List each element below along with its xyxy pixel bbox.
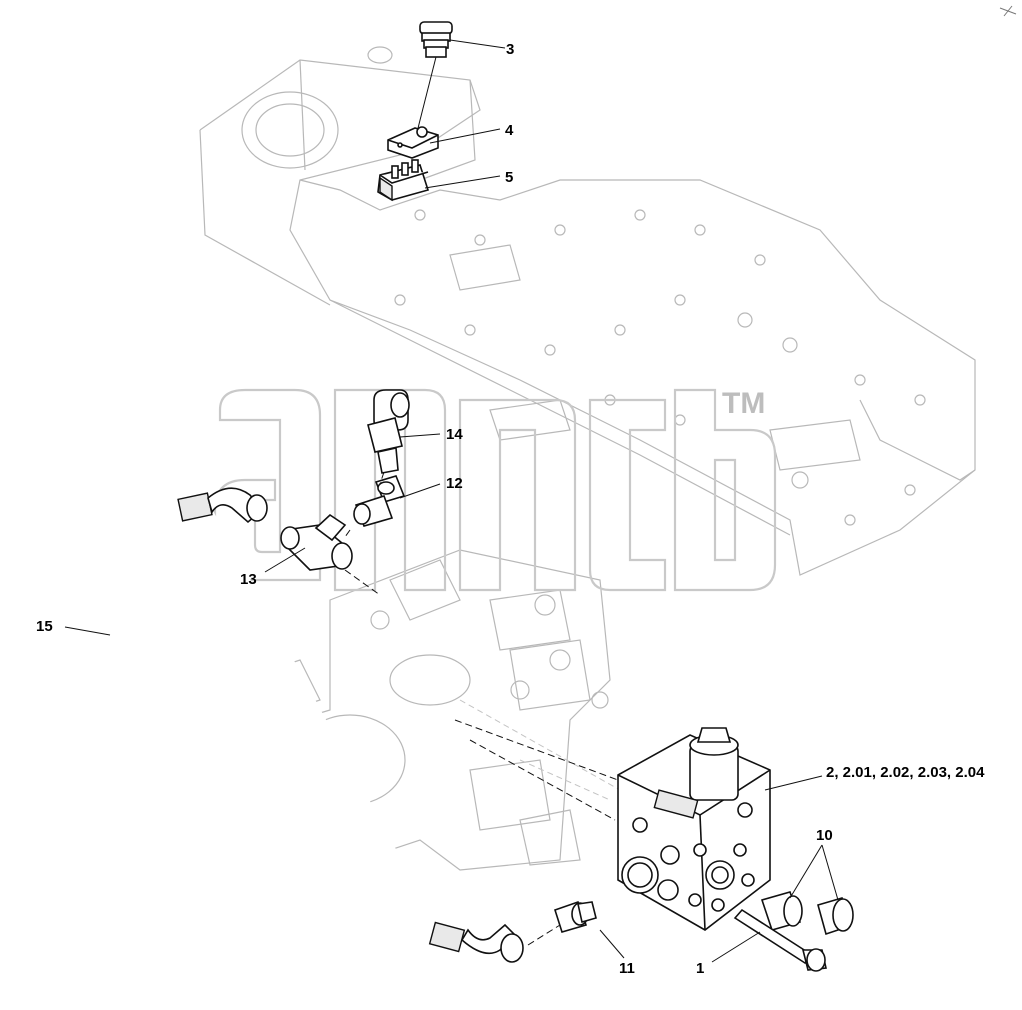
callout-13: 13 [240, 571, 257, 588]
callout-3: 3 [506, 41, 514, 58]
part-5-connector[interactable] [377, 159, 430, 202]
leader-lines [64, 39, 839, 963]
callout-1: 1 [696, 960, 704, 977]
part-11-adapter[interactable] [554, 900, 597, 933]
part-3-axis-line [414, 56, 437, 141]
part-15-hose[interactable] [103, 487, 524, 963]
alignment-lines [344, 471, 619, 946]
part-3-cap[interactable] [419, 21, 453, 58]
callout-2: 2, 2.01, 2.02, 2.03, 2.04 [826, 764, 985, 781]
callout-11: 11 [619, 960, 635, 977]
callout-14: 14 [446, 426, 463, 443]
part-2-valve-block[interactable] [617, 727, 771, 931]
callout-10: 10 [816, 827, 833, 844]
callout-4: 4 [505, 122, 514, 139]
watermark-trademark: TM [722, 387, 765, 420]
callout-15: 15 [36, 618, 53, 635]
ghost-frame-assembly [199, 46, 976, 576]
callout-12: 12 [446, 475, 463, 492]
part-12-elbow-adapter[interactable] [353, 475, 406, 527]
part-4-bracket[interactable] [387, 126, 439, 159]
corner-mark-icon [999, 5, 1017, 17]
part-1-bolt[interactable] [733, 908, 827, 972]
part-14-elbow-fitting[interactable] [367, 389, 410, 474]
part-13-tee-fitting[interactable] [280, 513, 353, 571]
callout-5: 5 [505, 169, 513, 186]
part-10-fittings[interactable] [760, 891, 854, 936]
